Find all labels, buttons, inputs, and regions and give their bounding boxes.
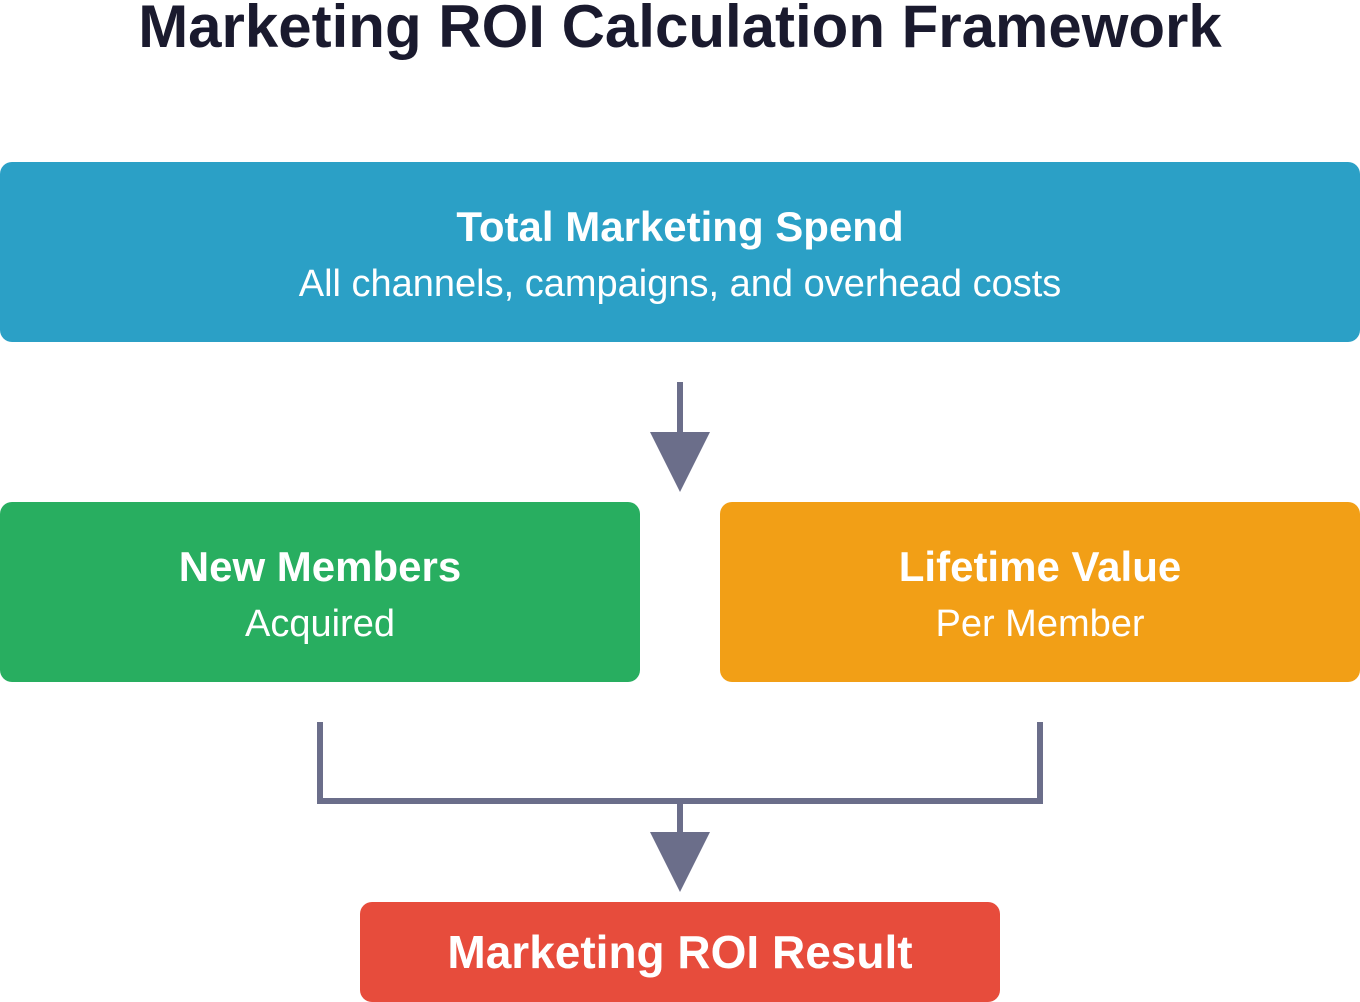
arrowhead-down-icon [650, 432, 710, 492]
node-lifetime-value-subtitle: Per Member [935, 603, 1145, 645]
diagram-title: Marketing ROI Calculation Framework [138, 0, 1222, 60]
node-new-members-title: New Members [178, 543, 462, 590]
node-marketing-roi-result: Marketing ROI Result [360, 902, 1000, 1002]
node-lifetime-value-title: Lifetime Value [898, 543, 1182, 590]
node-lifetime-value: Lifetime Value Per Member [720, 502, 1360, 682]
arrowhead-down-icon [650, 832, 710, 892]
node-total-marketing-spend: Total Marketing Spend All channels, camp… [0, 162, 1360, 342]
node-total-marketing-spend-subtitle: All channels, campaigns, and overhead co… [298, 263, 1062, 305]
node-new-members-subtitle: Acquired [245, 603, 395, 645]
node-marketing-roi-result-title: Marketing ROI Result [447, 926, 913, 978]
node-total-marketing-spend-title: Total Marketing Spend [456, 203, 904, 250]
node-new-members: New Members Acquired [0, 502, 640, 682]
